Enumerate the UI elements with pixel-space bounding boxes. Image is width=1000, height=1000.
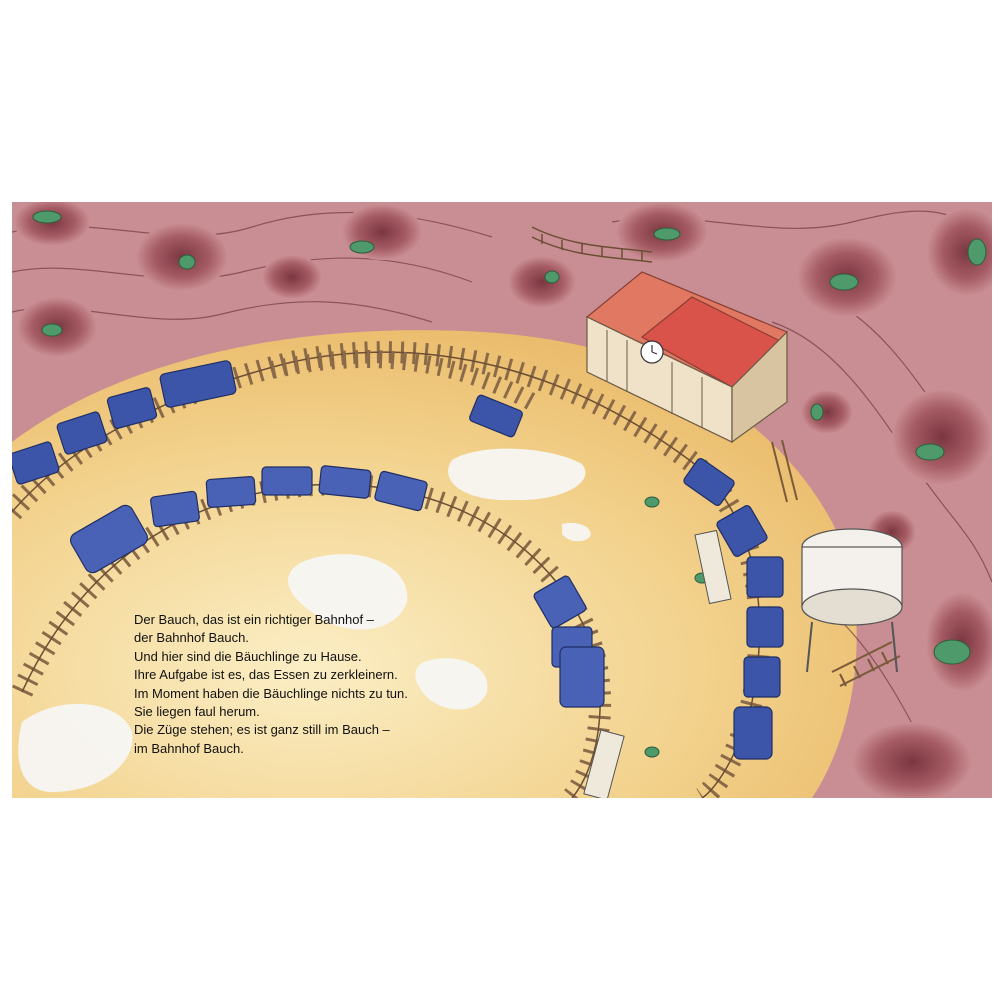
- story-line-1: Der Bauch, das ist ein richtiger Bahnhof…: [134, 612, 374, 627]
- train-icon: [12, 360, 784, 760]
- water-tank-icon: [801, 528, 903, 673]
- story-line-4: Ihre Aufgabe ist es, das Essen zu zerkle…: [134, 667, 398, 683]
- station-floor: [12, 330, 857, 798]
- story-line-2: der Bahnhof Bauch.: [134, 630, 249, 646]
- creature-icon: [32, 210, 987, 758]
- ladder-icon: [771, 439, 901, 687]
- rope-bridge-icon: [531, 226, 653, 263]
- benches: [583, 529, 732, 798]
- story-text-block: Der Bauch, das ist ein richtiger Bahnhof…: [134, 611, 454, 758]
- story-line-8: im Bahnhof Bauch.: [134, 740, 244, 756]
- story-line-7: Die Züge stehen; es ist ganz still im Ba…: [134, 722, 390, 738]
- train-icon: [70, 465, 605, 708]
- stomach-station-scene: [12, 202, 992, 798]
- puddles: [18, 448, 591, 792]
- story-line-3: Und hier sind die Bäuchlinge zu Hause.: [134, 648, 362, 664]
- story-line-6: Sie liegen faul herum.: [134, 704, 260, 720]
- book-illustration: [12, 202, 992, 798]
- station-building-icon: [585, 271, 789, 444]
- story-line-5: Im Moment haben die Bäuchlinge nichts zu…: [134, 685, 408, 701]
